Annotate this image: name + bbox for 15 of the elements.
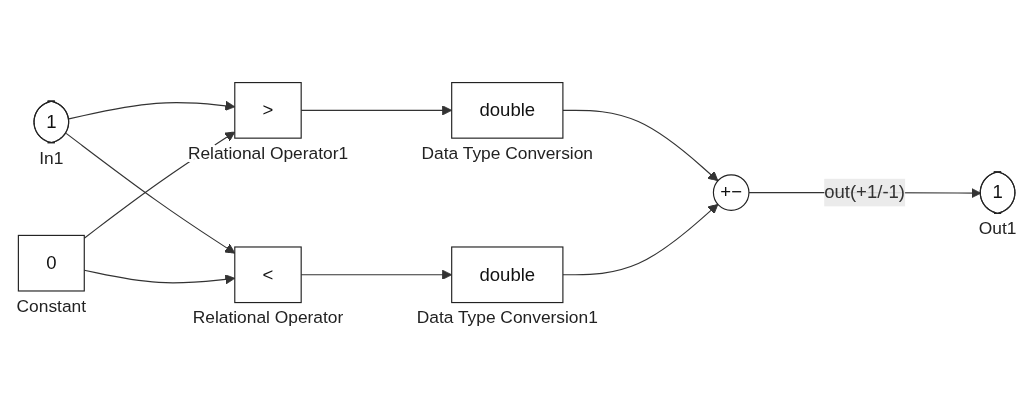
node-box: 0 [17, 235, 85, 292]
node-circle: +− [712, 174, 750, 212]
block-name: Data Type Conversion [421, 143, 593, 164]
arrow [562, 110, 719, 182]
node-box: double [451, 82, 564, 139]
block-name: Out1 [978, 218, 1017, 239]
block-name: In1 [39, 147, 64, 168]
arrow [562, 204, 719, 276]
edge-label: out(+1/-1) [824, 182, 906, 203]
node-box: double [451, 246, 564, 304]
node-box: < [234, 246, 302, 304]
node-box: > [234, 82, 302, 139]
block-name: Data Type Conversion1 [416, 307, 598, 328]
block-name: Relational Operator [192, 307, 344, 328]
block-name: Constant [16, 296, 87, 317]
